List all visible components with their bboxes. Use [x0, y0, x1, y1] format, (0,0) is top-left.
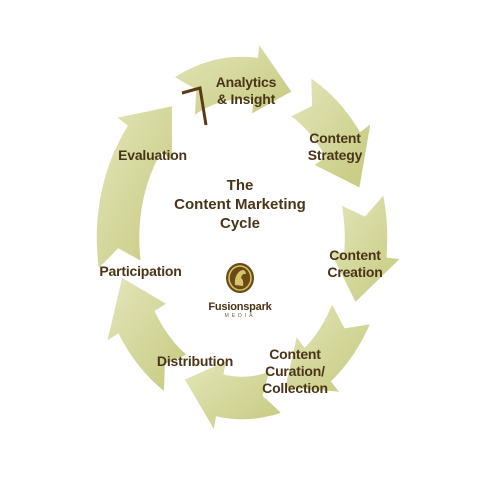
logo-brand-text: Fusionspark: [208, 301, 272, 313]
stage-label-evaluation: Evaluation: [118, 147, 187, 163]
stage-label-strategy: Content Strategy: [307, 130, 363, 163]
logo-sub-text: MEDIA: [224, 313, 256, 319]
diagram-title: The Content Marketing Cycle: [174, 177, 306, 232]
stage-label-distribution: Distribution: [156, 353, 234, 369]
fusionspark-logo-icon: [226, 263, 254, 293]
cycle-arrow-evaluation: [95, 104, 174, 272]
cycle-arrows: [95, 40, 403, 434]
stage-label-analytics: Analytics & Insight: [215, 74, 277, 107]
accent-corner-mark: [181, 86, 208, 126]
cycle-arrow-analytics: [172, 40, 294, 118]
stage-label-participation: Participation: [99, 263, 182, 279]
cycle-arrow-distribution: [182, 358, 284, 434]
stage-label-creation: Content Creation: [327, 247, 383, 280]
cycle-arrow-creation: [328, 192, 403, 305]
fusionspark-logo: Fusionspark MEDIA: [205, 262, 275, 319]
stage-label-curation: Content Curation/ Collection: [262, 346, 328, 396]
cycle-arrow-curation: [283, 301, 373, 394]
cycle-arrow-strategy: [288, 75, 373, 190]
cycle-arrow-participation: [105, 275, 190, 394]
